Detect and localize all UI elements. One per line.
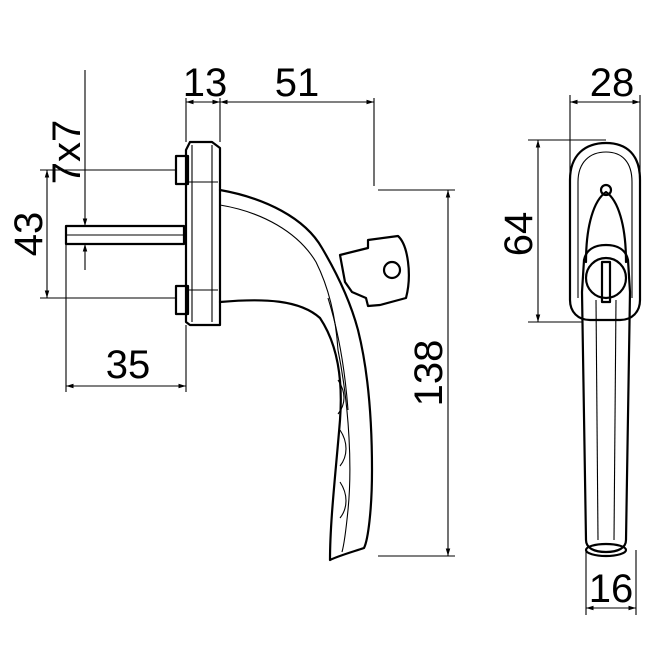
side-view xyxy=(64,140,410,562)
screw-bottom xyxy=(174,284,190,316)
dim-key-height-label: 64 xyxy=(497,212,541,257)
front-handle-lever xyxy=(580,243,632,554)
dim-rose-thickness-label: 13 xyxy=(183,61,228,105)
side-view-dimensions: 7x7 13 51 43 35 138 xyxy=(7,61,455,557)
dim-handle-length-label: 138 xyxy=(407,340,451,407)
rose-plate xyxy=(184,140,222,327)
key-hole xyxy=(382,260,402,280)
handle-body xyxy=(218,188,374,562)
front-key-slot xyxy=(600,260,612,304)
dim-spindle-label: 7x7 xyxy=(45,120,89,185)
dim-grip-width-label: 16 xyxy=(589,567,634,611)
front-handle-top xyxy=(584,190,628,264)
dim-width-label: 28 xyxy=(590,61,635,105)
key xyxy=(338,234,410,308)
front-view xyxy=(568,141,642,558)
dim-offset-label: 51 xyxy=(275,61,320,105)
front-lock-cylinder xyxy=(584,256,628,300)
dim-hole-spacing-label: 43 xyxy=(7,212,51,257)
front-view-dimensions: 28 64 16 xyxy=(497,61,641,615)
dim-spindle-length-label: 35 xyxy=(106,343,151,387)
